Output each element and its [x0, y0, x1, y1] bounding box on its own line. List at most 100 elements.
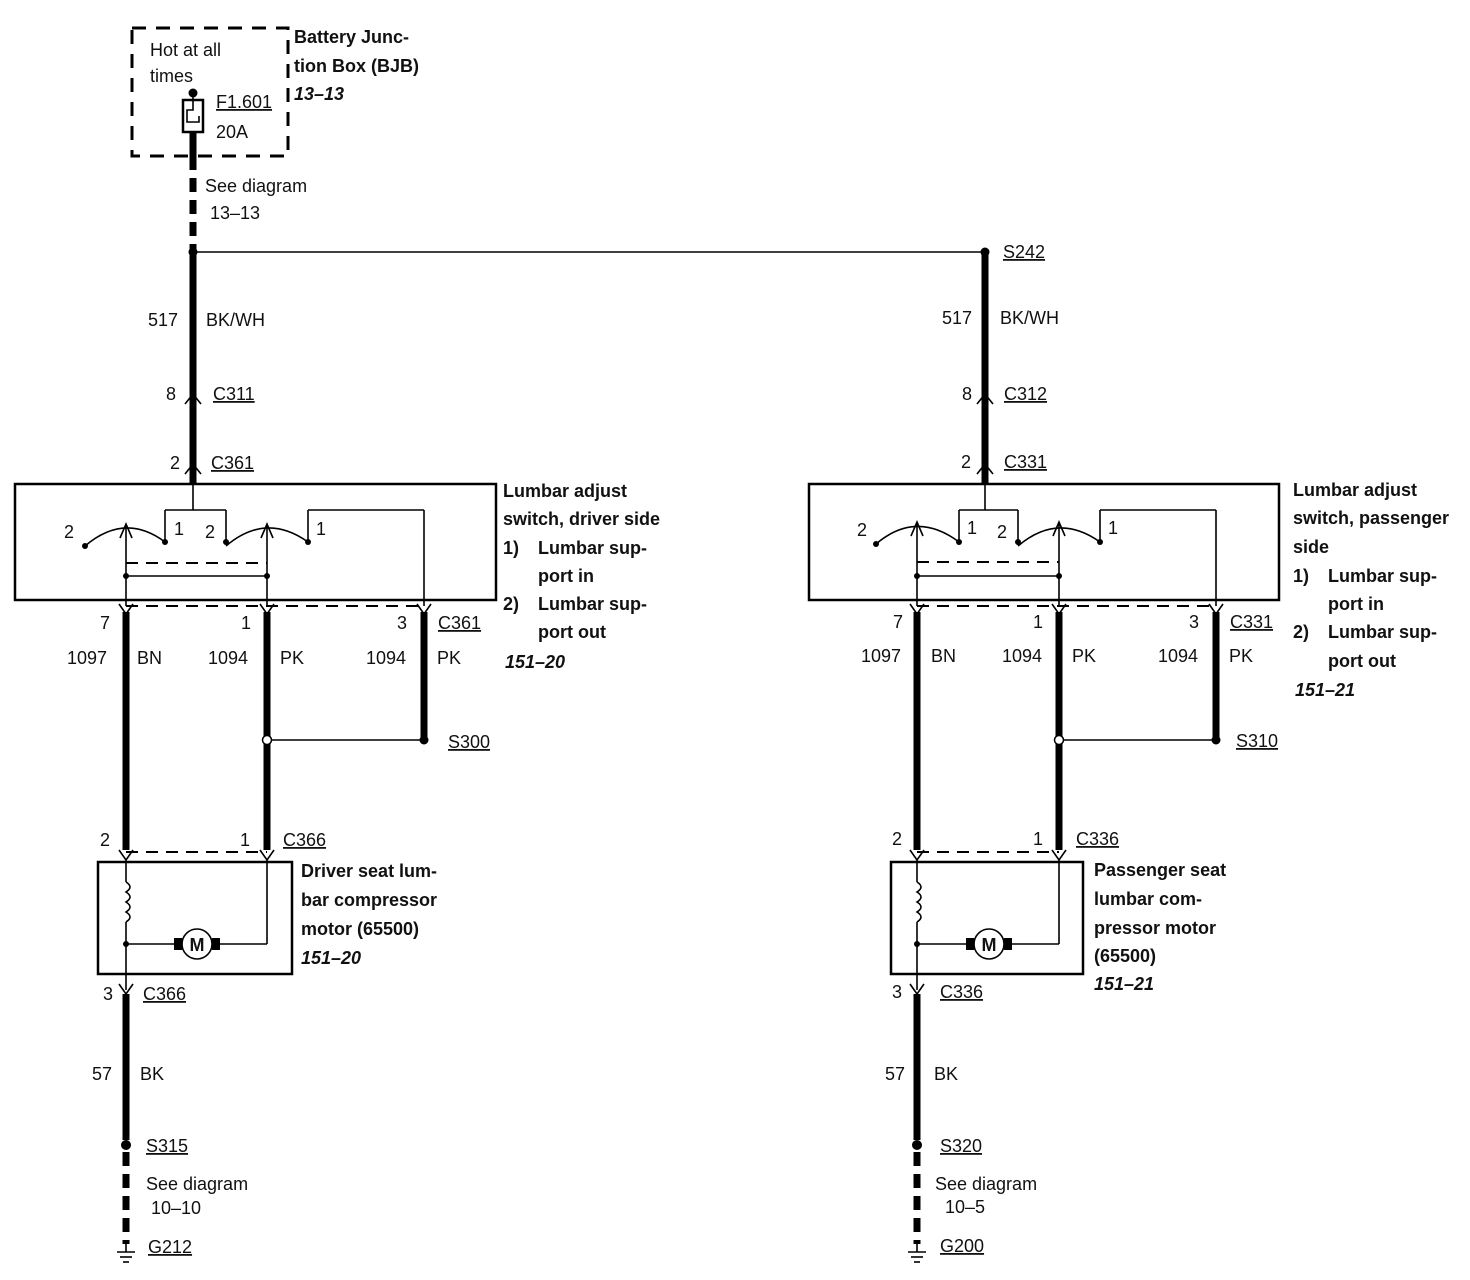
driver-switch-item1-1: Lumbar sup-	[538, 538, 647, 558]
pass-c336-top: C336	[1076, 829, 1119, 849]
pass-motor-pin2: 2	[892, 829, 902, 849]
bjb-hot-label-2: times	[150, 66, 193, 86]
driver-motor-title-2: bar compressor	[301, 890, 437, 910]
driver-c311: C311	[213, 384, 255, 404]
bjb-title-1: Battery Junc-	[294, 27, 409, 47]
driver-see-diagram-1: See diagram	[146, 1174, 248, 1194]
driver-color-bn: BN	[137, 648, 162, 668]
driver-pin3: 3	[397, 613, 407, 633]
splice-s242-label: S242	[1003, 242, 1045, 262]
driver-pin1: 1	[241, 613, 251, 633]
pass-motor-coil-icon	[915, 881, 922, 923]
pass-motor-title-1: Passenger seat	[1094, 860, 1226, 880]
driver-motor-box	[96, 860, 294, 976]
pass-circuit-517: 517	[942, 308, 972, 328]
top-see-diagram-2: 13–13	[210, 203, 260, 223]
driver-switch-title-1: Lumbar adjust	[503, 481, 627, 501]
driver-color-pk-b: PK	[437, 648, 461, 668]
pass-wire-1094b: 1094	[1158, 646, 1198, 666]
driver-switch-item1-num: 1)	[503, 538, 519, 558]
driver-motor-title-3: motor (65500)	[301, 919, 419, 939]
driver-sw-left-pos1: 1	[174, 519, 184, 539]
splice-s315-node	[121, 1140, 131, 1150]
bjb-outline	[130, 26, 290, 158]
splice-s310-node	[1211, 735, 1221, 745]
pass-c312: C312	[1004, 384, 1047, 404]
pass-wire-1094a: 1094	[1002, 646, 1042, 666]
pass-pin1: 1	[1033, 612, 1043, 632]
driver-circuit: 517 BK/WH 8 C311 2 C361 2 1 2 1	[13, 252, 660, 1263]
pass-c312-pin: 8	[962, 384, 972, 404]
passenger-switch-box	[807, 482, 1281, 602]
driver-c366-bottom: C366	[143, 984, 186, 1004]
driver-switch-item2-1: Lumbar sup-	[538, 594, 647, 614]
pass-c331-top-pin: 2	[961, 452, 971, 472]
driver-switch-item2-2: port out	[538, 622, 606, 642]
connector-c311-arrow	[184, 392, 202, 405]
bjb-ref: 13–13	[294, 84, 344, 104]
pass-splice-s310: S310	[1236, 731, 1278, 751]
pass-switch-item1-2: port in	[1328, 594, 1384, 614]
fuse-id: F1.601	[216, 92, 272, 112]
pass-c331-bottom: C331	[1230, 612, 1273, 632]
pass-motor-icon	[973, 928, 1005, 960]
driver-wire-1097: 1097	[67, 648, 107, 668]
driver-switch-item2-num: 2)	[503, 594, 519, 614]
driver-motor-pin1: 1	[240, 830, 250, 850]
pass-pin3: 3	[1189, 612, 1199, 632]
pass-color-bn: BN	[931, 646, 956, 666]
pass-switch-title-1: Lumbar adjust	[1293, 480, 1417, 500]
driver-wire-1094b: 1094	[366, 648, 406, 668]
passenger-motor-box	[889, 860, 1085, 976]
driver-motor-title-1: Driver seat lum-	[301, 861, 437, 881]
driver-motor-ref: 151–20	[301, 948, 361, 968]
driver-c361-bottom: C361	[438, 613, 481, 633]
pass-see-diagram-1: See diagram	[935, 1174, 1037, 1194]
pass-motor-pin1: 1	[1033, 829, 1043, 849]
pass-color-pk-a: PK	[1072, 646, 1096, 666]
pass-color-pk-b: PK	[1229, 646, 1253, 666]
driver-c361-top: C361	[211, 453, 254, 473]
battery-junction-box: Hot at all times F1.601 20A Battery Junc…	[130, 26, 419, 158]
splice-s300-node	[419, 735, 429, 745]
driver-color-517: BK/WH	[206, 310, 265, 330]
pass-color-bk: BK	[934, 1064, 958, 1084]
pass-color-517: BK/WH	[1000, 308, 1059, 328]
pass-sw-left-pos2: 2	[857, 520, 867, 540]
pass-motor-ref: 151–21	[1094, 974, 1154, 994]
pass-sw-right-pos2: 2	[997, 522, 1007, 542]
pass-pin7: 7	[893, 612, 903, 632]
pass-switch-title-3: side	[1293, 537, 1329, 557]
pass-c331-top: C331	[1004, 452, 1047, 472]
driver-motor-symbol: M	[190, 935, 205, 955]
driver-circuit-57: 57	[92, 1064, 112, 1084]
driver-switch-box	[13, 482, 498, 602]
driver-splice-s315: S315	[146, 1136, 188, 1156]
driver-ground-g212: G212	[148, 1237, 192, 1257]
driver-switch-left-arc	[84, 527, 166, 547]
pass-wire-1097: 1097	[861, 646, 901, 666]
pass-switch-item1-1: Lumbar sup-	[1328, 566, 1437, 586]
driver-sw-left-pos2: 2	[64, 522, 74, 542]
pass-sw-right-pos1: 1	[1108, 518, 1118, 538]
driver-c311-pin: 8	[166, 384, 176, 404]
fuse-rating: 20A	[216, 122, 248, 142]
driver-switch-ref: 151–20	[505, 652, 565, 672]
driver-splice-s300: S300	[448, 732, 490, 752]
pass-motor-title-3: pressor motor	[1094, 918, 1216, 938]
driver-circuit-517: 517	[148, 310, 178, 330]
driver-switch-item1-2: port in	[538, 566, 594, 586]
pass-switch-title-2: switch, passenger	[1293, 508, 1449, 528]
pass-switch-item2-1: Lumbar sup-	[1328, 622, 1437, 642]
pass-splice-s320: S320	[940, 1136, 982, 1156]
pass-switch-item2-num: 2)	[1293, 622, 1309, 642]
driver-sw-right-pos2: 2	[205, 522, 215, 542]
pass-switch-item1-num: 1)	[1293, 566, 1309, 586]
driver-motor-pin2: 2	[100, 830, 110, 850]
pass-sw-left-pos1: 1	[967, 518, 977, 538]
ground-icon	[117, 1244, 135, 1263]
pass-see-diagram-2: 10–5	[945, 1197, 985, 1217]
bjb-title-2: tion Box (BJB)	[294, 56, 419, 76]
bjb-hot-label-1: Hot at all	[150, 40, 221, 60]
splice-s320-node	[912, 1140, 922, 1150]
